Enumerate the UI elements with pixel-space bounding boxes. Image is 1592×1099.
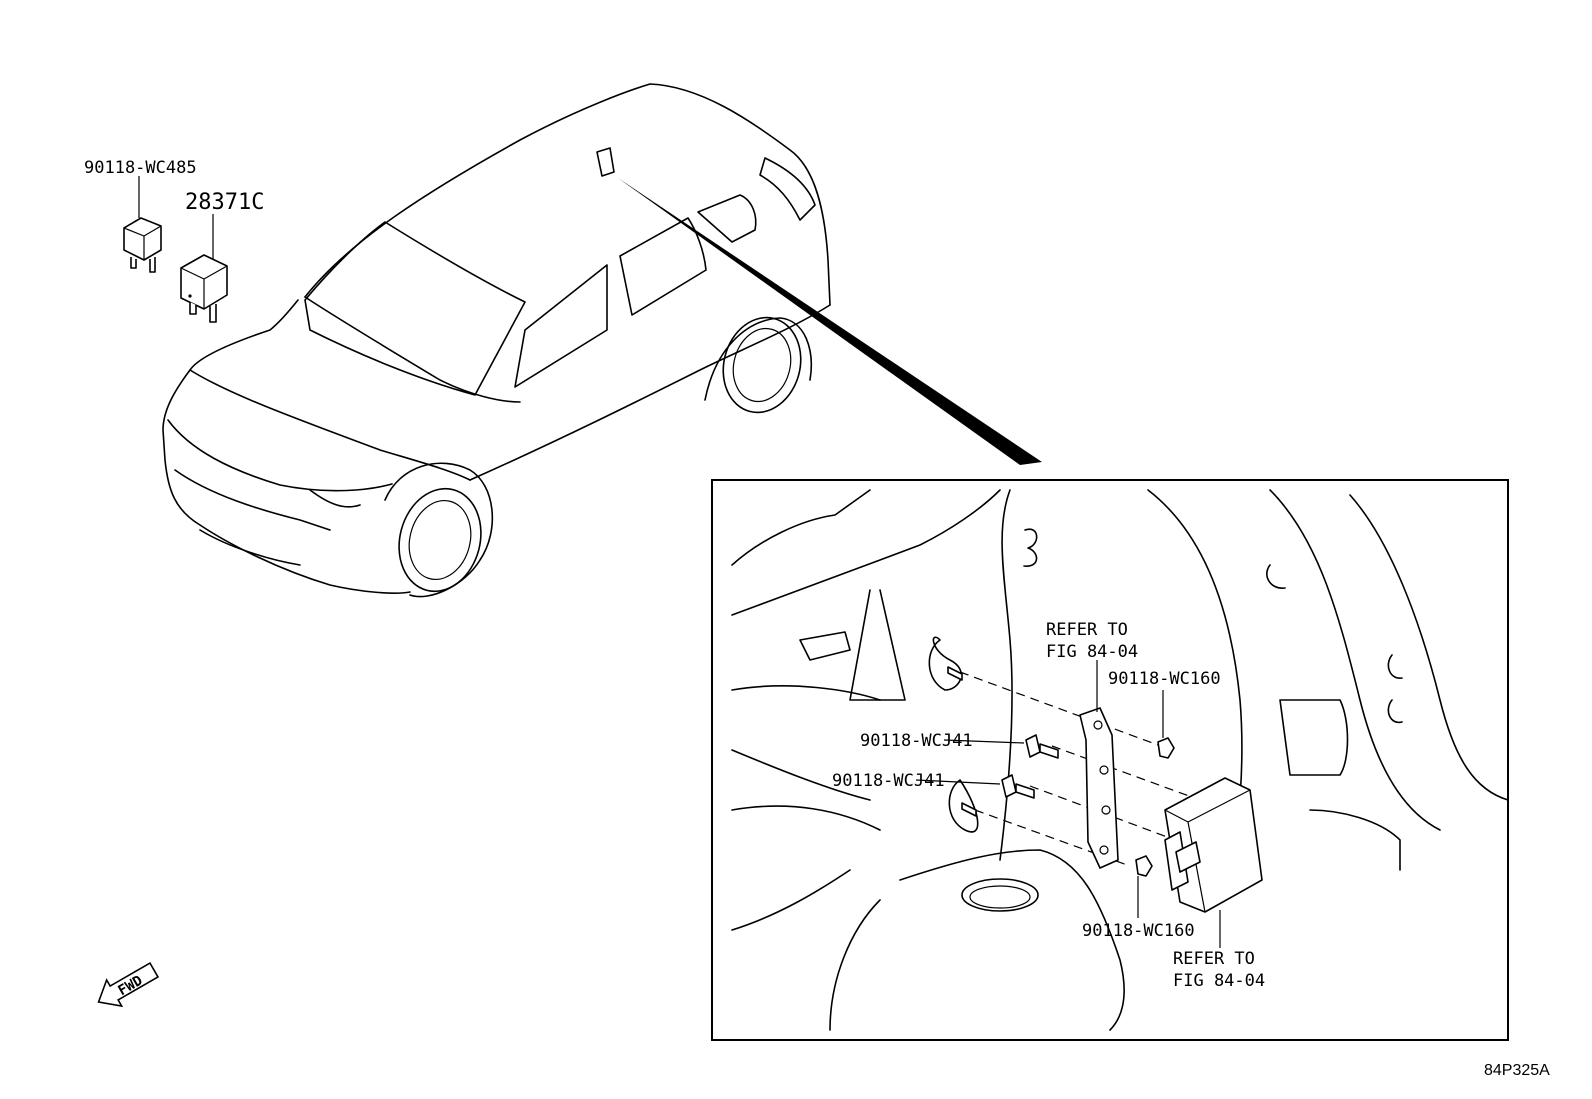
nut-lower-icon[interactable] [1135, 855, 1153, 877]
refer-top-line2: FIG 84-04 [1046, 642, 1138, 662]
refer-bottom-line1: REFER TO [1173, 949, 1255, 969]
detail-frame [711, 479, 1509, 1041]
relay-part-label: 28371C [185, 190, 264, 215]
detail-body-panels [731, 489, 1509, 1031]
stud-upper-icon [947, 666, 963, 681]
fwd-arrow-icon: FWD [97, 961, 160, 1008]
bolt-lower-label: 90118-WCJ41 [832, 771, 945, 791]
nut-upper-icon[interactable] [1157, 737, 1175, 759]
control-module-icon[interactable] [1164, 777, 1263, 913]
vehicle-outline [162, 83, 831, 598]
bolt-lower-icon[interactable] [1001, 774, 1035, 799]
bolt-upper-label: 90118-WCJ41 [860, 731, 973, 751]
refer-top-line1: REFER TO [1046, 620, 1128, 640]
nut-lower-label: 90118-WC160 [1082, 921, 1195, 941]
stud-lower-icon [961, 802, 977, 817]
relay-bolt-label: 90118-WC485 [84, 158, 197, 178]
leader-lines [915, 660, 1221, 948]
alignment-lines [959, 671, 1201, 867]
detail-pointer [618, 178, 1042, 465]
refer-bottom-line2: FIG 84-04 [1173, 971, 1265, 991]
relay-small-icon[interactable] [123, 176, 162, 273]
figure-code: 84P325A [1484, 1062, 1550, 1079]
nut-upper-label: 90118-WC160 [1108, 669, 1221, 689]
bolt-upper-icon[interactable] [1025, 734, 1059, 759]
relay-large-icon[interactable] [180, 214, 228, 323]
mounting-bracket-icon[interactable] [1079, 707, 1119, 869]
